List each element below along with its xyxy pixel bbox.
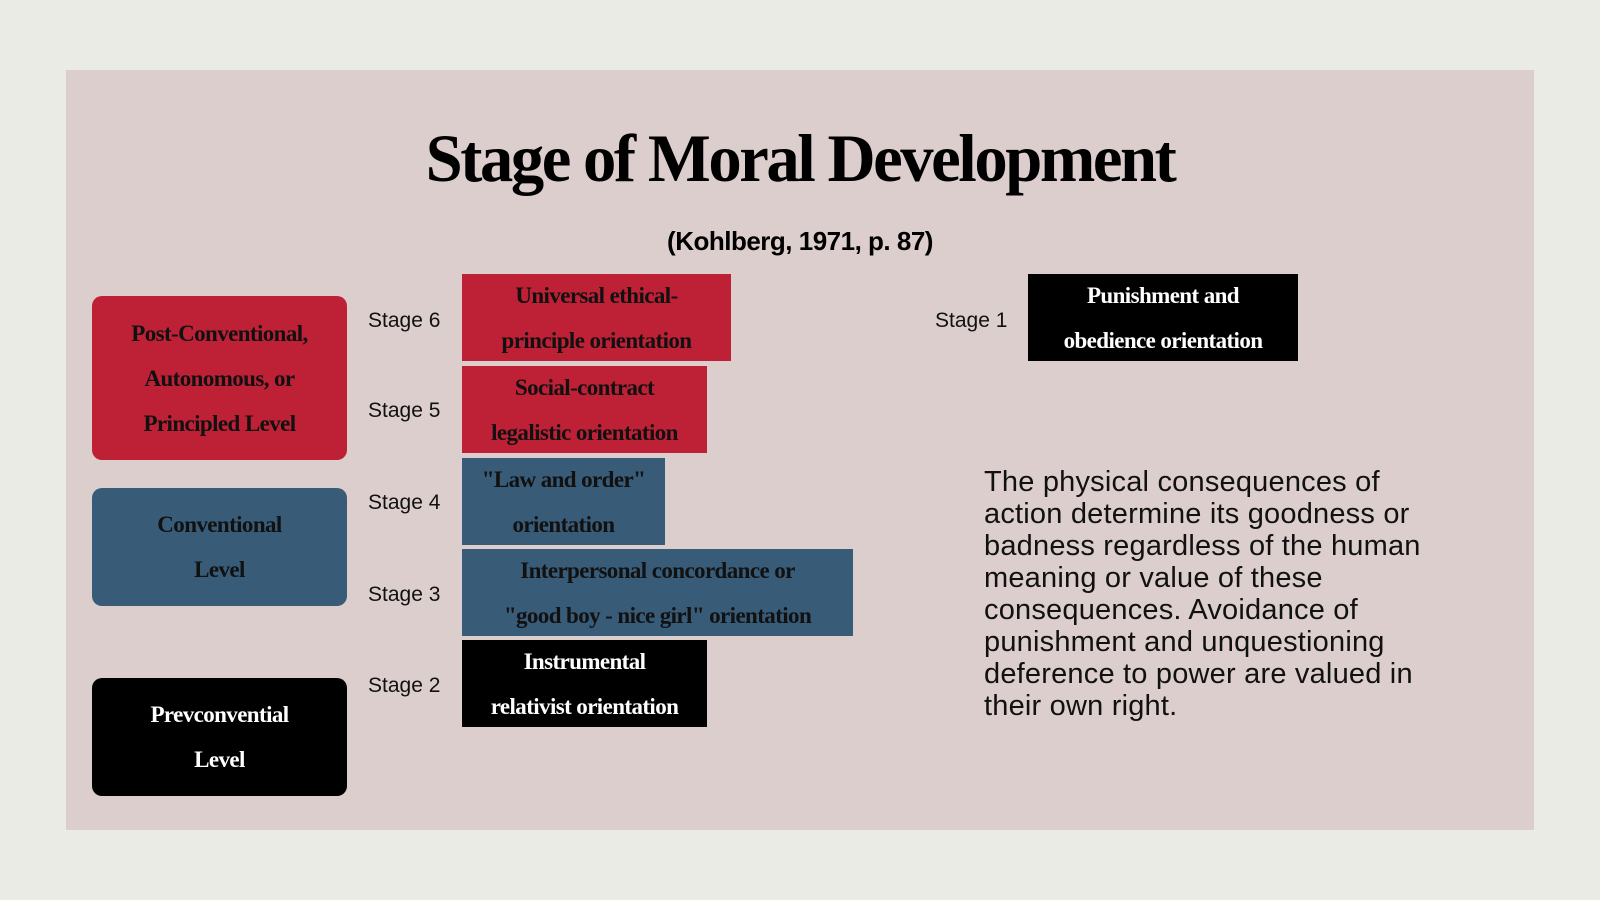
level-text-line: Level (194, 557, 245, 582)
stage-1-box: Punishment and obedience orientation (1028, 274, 1298, 361)
level-post-conventional: Post-Conventional, Autonomous, or Princi… (92, 296, 347, 460)
stage-4-box: "Law and order" orientation (462, 458, 665, 545)
stage-2-label: Stage 2 (368, 674, 441, 697)
stage-text-line: orientation (512, 511, 616, 537)
description-line: meaning or value of these (984, 562, 1323, 594)
level-text-line: Conventional (157, 512, 282, 537)
stage-text-line: "good boy - nice girl" orientation (503, 602, 812, 628)
stage-3-label: Stage 3 (368, 583, 441, 606)
description-line: action determine its goodness or (984, 498, 1410, 530)
citation: (Kohlberg, 1971, p. 87) (667, 226, 933, 256)
stage-text-line: Interpersonal concordance or (520, 557, 795, 583)
level-preconventional: Prevconvential Level (92, 678, 347, 796)
level-text-line: Level (194, 747, 245, 772)
description-line: punishment and unquestioning (984, 626, 1385, 658)
stage-text-line: Social-contract (514, 374, 655, 400)
slide-title: Stage of Moral Development (425, 120, 1177, 196)
stage-text-line: obedience orientation (1063, 327, 1263, 353)
stage-4-label: Stage 4 (368, 491, 441, 514)
level-text-line: Prevconvential (150, 702, 289, 727)
level-text-line: Principled Level (143, 410, 296, 436)
stage-6-label: Stage 6 (368, 309, 441, 332)
level-conventional: Conventional Level (92, 488, 347, 606)
level-text-line: Autonomous, or (144, 365, 295, 391)
description-line: consequences. Avoidance of (984, 594, 1358, 626)
stage-5-label: Stage 5 (368, 399, 441, 422)
stage-text-line: Instrumental (523, 648, 646, 674)
stage-text-line: legalistic orientation (491, 419, 678, 445)
level-text-line: Post-Conventional, (131, 320, 308, 346)
description-line: deference to power are valued in (984, 658, 1413, 690)
stage-text-line: Punishment and (1086, 282, 1240, 308)
stage-5-box: Social-contract legalistic orientation (462, 366, 707, 453)
description-line: their own right. (984, 690, 1178, 722)
stage-text-line: principle orientation (501, 327, 693, 353)
stage-6-box: Universal ethical- principle orientation (462, 274, 731, 361)
description-line: The physical consequences of (984, 466, 1380, 498)
stage-1-description: The physical consequences of action dete… (984, 466, 1484, 722)
stage-3-box: Interpersonal concordance or "good boy -… (462, 549, 853, 636)
description-line: badness regardless of the human (984, 530, 1421, 562)
stage-1-label: Stage 1 (935, 309, 1008, 332)
stage-text-line: Universal ethical- (515, 282, 678, 308)
stage-text-line: relativist orientation (490, 693, 679, 719)
stage-2-box: Instrumental relativist orientation (462, 640, 707, 727)
stage-text-line: "Law and order" (481, 466, 646, 492)
